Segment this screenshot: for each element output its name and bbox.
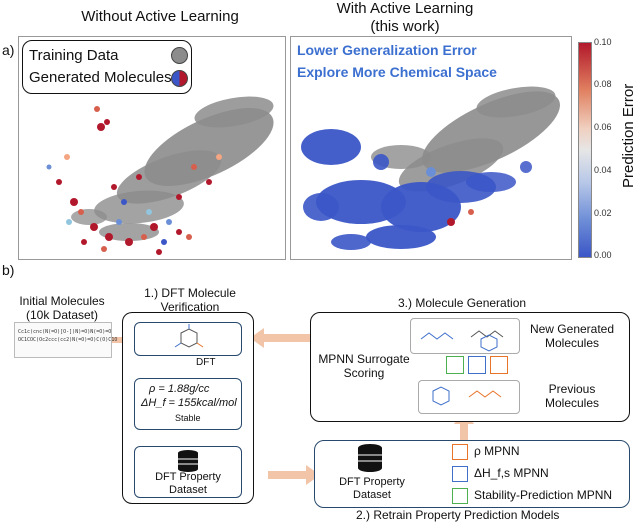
highlight-text-line1: Lower Generalization Error — [297, 42, 477, 58]
rho-value: ρ = 1.88g/cc — [149, 383, 210, 395]
dft-dataset-box: DFT Property Dataset — [134, 446, 242, 498]
stability-mpnn-label: Stability-Prediction MPNN — [474, 488, 613, 502]
plot-legend: Training Data Generated Molecules — [22, 40, 192, 94]
arrow-retrain-to-generation — [460, 420, 468, 440]
dft-results-box: ρ = 1.88g/cc ΔH_f = 155kcal/mol Stable — [134, 378, 242, 430]
dft-dataset-line1: DFT Property — [155, 471, 221, 483]
dft-dataset-line2: Dataset — [169, 484, 207, 496]
previous-line1: Previous — [548, 382, 596, 396]
legend-generated-marker — [171, 70, 188, 87]
panel-b-letter: b) — [2, 262, 15, 278]
step1-title-line1: 1.) DFT Molecule — [144, 286, 236, 300]
colorbar-tick-2: 0.06 — [594, 122, 612, 132]
generated-points-left — [46, 106, 222, 255]
retrain-database-icon — [358, 444, 382, 472]
step3-title: 3.) Molecule Generation — [398, 296, 527, 310]
new-generated-line1: New Generated — [529, 322, 615, 336]
step1-title: 1.) DFT Molecule Verification — [128, 286, 252, 314]
scored-molecule-green — [446, 356, 464, 374]
molecule-icon — [174, 324, 204, 348]
hf-model-icon — [452, 466, 468, 482]
legend-training-marker — [171, 47, 188, 64]
rho-mpnn-label: ρ MPNN — [474, 444, 520, 458]
legend-training-label: Training Data — [29, 47, 119, 64]
molecule-structure-box — [134, 322, 242, 356]
right-plot-title-line2: (this work) — [370, 18, 440, 35]
retrain-dataset-line1: DFT Property — [339, 476, 405, 488]
stability-model-icon — [452, 488, 468, 504]
colorbar-tick-4: 0.02 — [594, 208, 612, 218]
arrow-generation-to-dft — [262, 334, 314, 342]
scored-molecule-blue — [468, 356, 486, 374]
legend-generated-label: Generated Molecules — [29, 69, 172, 86]
colorbar-tick-1: 0.08 — [594, 79, 612, 89]
previous-line2: Molecules — [544, 396, 600, 410]
right-scatter-svg — [301, 86, 560, 250]
colorbar-tick-0: 0.10 — [594, 37, 612, 47]
smiles-box: Cc1c(cnc(N(=O)[O-])N)=O)N(=O)=O OC1COC(O… — [14, 322, 117, 358]
highlight-text-line2: Explore More Chemical Space — [297, 64, 497, 80]
scored-molecule-orange — [490, 356, 508, 374]
right-scatter-plot — [290, 36, 572, 260]
previous-molecules-label: Previous Molecules — [522, 382, 622, 410]
left-scatter-plot — [18, 36, 286, 260]
smiles-line1: Cc1c(cnc(N(=O)[O-])N)=O)N(=O)=O — [18, 329, 112, 335]
retrain-dataset-line2: Dataset — [353, 489, 391, 501]
initial-molecules-line2: (10k Dataset) — [25, 308, 99, 322]
colorbar-tick-5: 0.00 — [594, 250, 612, 260]
surrogate-line1: MPNN Surrogate — [318, 352, 410, 366]
step1-title-line2: Verification — [160, 300, 220, 314]
stable-label: Stable — [175, 413, 201, 423]
dft-dataset-label: DFT Property Dataset — [135, 471, 241, 497]
hf-value: ΔH_f = 155kcal/mol — [141, 397, 237, 409]
surrogate-scoring-label: MPNN Surrogate Scoring — [314, 352, 414, 380]
new-molecules-image — [410, 318, 520, 354]
step2-title: 2.) Retrain Property Prediction Models — [356, 508, 560, 522]
training-cloud-left — [71, 96, 274, 241]
training-cloud-right — [371, 86, 560, 192]
retrain-dataset-label: DFT Property Dataset — [330, 476, 414, 502]
rho-model-icon — [452, 444, 468, 460]
right-plot-title-line1: With Active Learning — [336, 0, 474, 17]
surrogate-line2: Scoring — [343, 366, 385, 380]
previous-molecules-image — [418, 380, 520, 414]
colorbar-tick-3: 0.04 — [594, 165, 612, 175]
left-scatter-svg — [46, 96, 274, 255]
left-plot-title: Without Active Learning — [81, 8, 239, 25]
generated-cloud-right — [301, 129, 532, 250]
colorbar — [578, 42, 592, 258]
initial-molecules-title: Initial Molecules (10k Dataset) — [12, 294, 112, 322]
database-icon — [178, 450, 198, 472]
new-generated-label: New Generated Molecules — [522, 322, 622, 350]
new-generated-line2: Molecules — [544, 336, 600, 350]
hf-mpnn-label: ΔH_f,s MPNN — [474, 466, 549, 480]
dft-step-label: DFT — [196, 357, 216, 368]
panel-a-letter: a) — [2, 42, 15, 58]
arrow-dataset-to-retrain — [268, 471, 308, 479]
initial-molecules-line1: Initial Molecules — [19, 294, 105, 308]
smiles-line2: OC1COC(Oc2ccc(cc2)N(=O)=O)C(O)C1O — [18, 337, 118, 343]
